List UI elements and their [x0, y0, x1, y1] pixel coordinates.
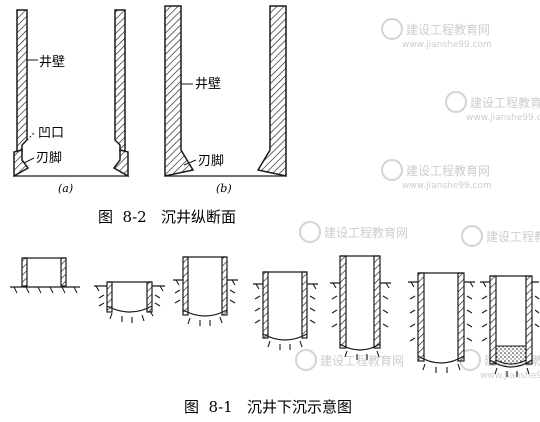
sublabel-b: (b) — [216, 182, 232, 195]
wall-left-b — [164, 5, 195, 177]
wall-right-a — [114, 9, 126, 163]
bottom-seal — [495, 345, 527, 365]
label-recess-a: 凹口 — [38, 126, 64, 141]
svg-text:建设工程教育网: 建设工程教育网 — [406, 22, 490, 37]
svg-text:www.jianshe99.com: www.jianshe99.com — [480, 371, 540, 381]
label-foot-b: 刃脚 — [198, 153, 224, 169]
watermark-1: 建设工程教育网 www.jianshe99.com — [381, 18, 492, 50]
wall-left-a — [16, 9, 28, 163]
svg-text:建设工程教育网: 建设工程教育网 — [406, 163, 490, 178]
stage-1 — [10, 257, 80, 294]
watermark-2: 建设工程教育网 www.jianshe99.com — [445, 91, 540, 123]
label-wall-b: 井壁 — [195, 77, 221, 92]
watermark-4: 建设工程教育网 — [461, 225, 540, 247]
svg-text:www.jianshe99.com: www.jianshe99.com — [466, 113, 540, 123]
watermark-3: 建设工程教育网 www.jianshe99.com — [381, 159, 492, 191]
leader-foot-a — [23, 157, 35, 164]
stage-2 — [94, 281, 165, 323]
watermark-7: 建设工程教育网 — [299, 221, 408, 243]
svg-text:建设工程教育网: 建设工程教育网 — [486, 229, 540, 244]
caisson-section-b: 井壁 刃脚 (b) — [164, 5, 287, 195]
label-foot-a: 刃脚 — [36, 150, 62, 166]
svg-text:建设工程教育网: 建设工程教育网 — [324, 225, 408, 240]
sublabel-a: (a) — [58, 182, 73, 195]
caption-fig-8-1: 图 8-1 沉井下沉示意图 — [184, 398, 352, 416]
wall-right-b — [256, 5, 287, 177]
cutting-edge-right-a — [112, 149, 129, 178]
svg-text:建设工程教育网: 建设工程教育网 — [320, 353, 404, 368]
caption-fig-8-2: 图 8-2 沉井纵断面 — [98, 208, 236, 226]
caisson-section-a: 井壁 凹口 刃脚 (a) — [13, 9, 129, 195]
sinking-stages — [10, 255, 540, 377]
watermark-5: 建设工程教育网 — [295, 349, 404, 371]
svg-text:建设工程教育网: 建设工程教育网 — [470, 95, 540, 110]
label-wall-a: 井壁 — [39, 55, 65, 70]
stage-6 — [408, 272, 475, 373]
cutting-edge-left-a — [13, 149, 30, 178]
stage-4 — [253, 271, 318, 350]
svg-text:www.jianshe99.com: www.jianshe99.com — [402, 40, 492, 50]
stage-7 — [480, 275, 540, 377]
svg-text:www.jianshe99.com: www.jianshe99.com — [402, 181, 492, 191]
stage-3 — [173, 256, 238, 326]
leader-foot-b — [183, 159, 197, 166]
stage-5 — [330, 255, 391, 360]
